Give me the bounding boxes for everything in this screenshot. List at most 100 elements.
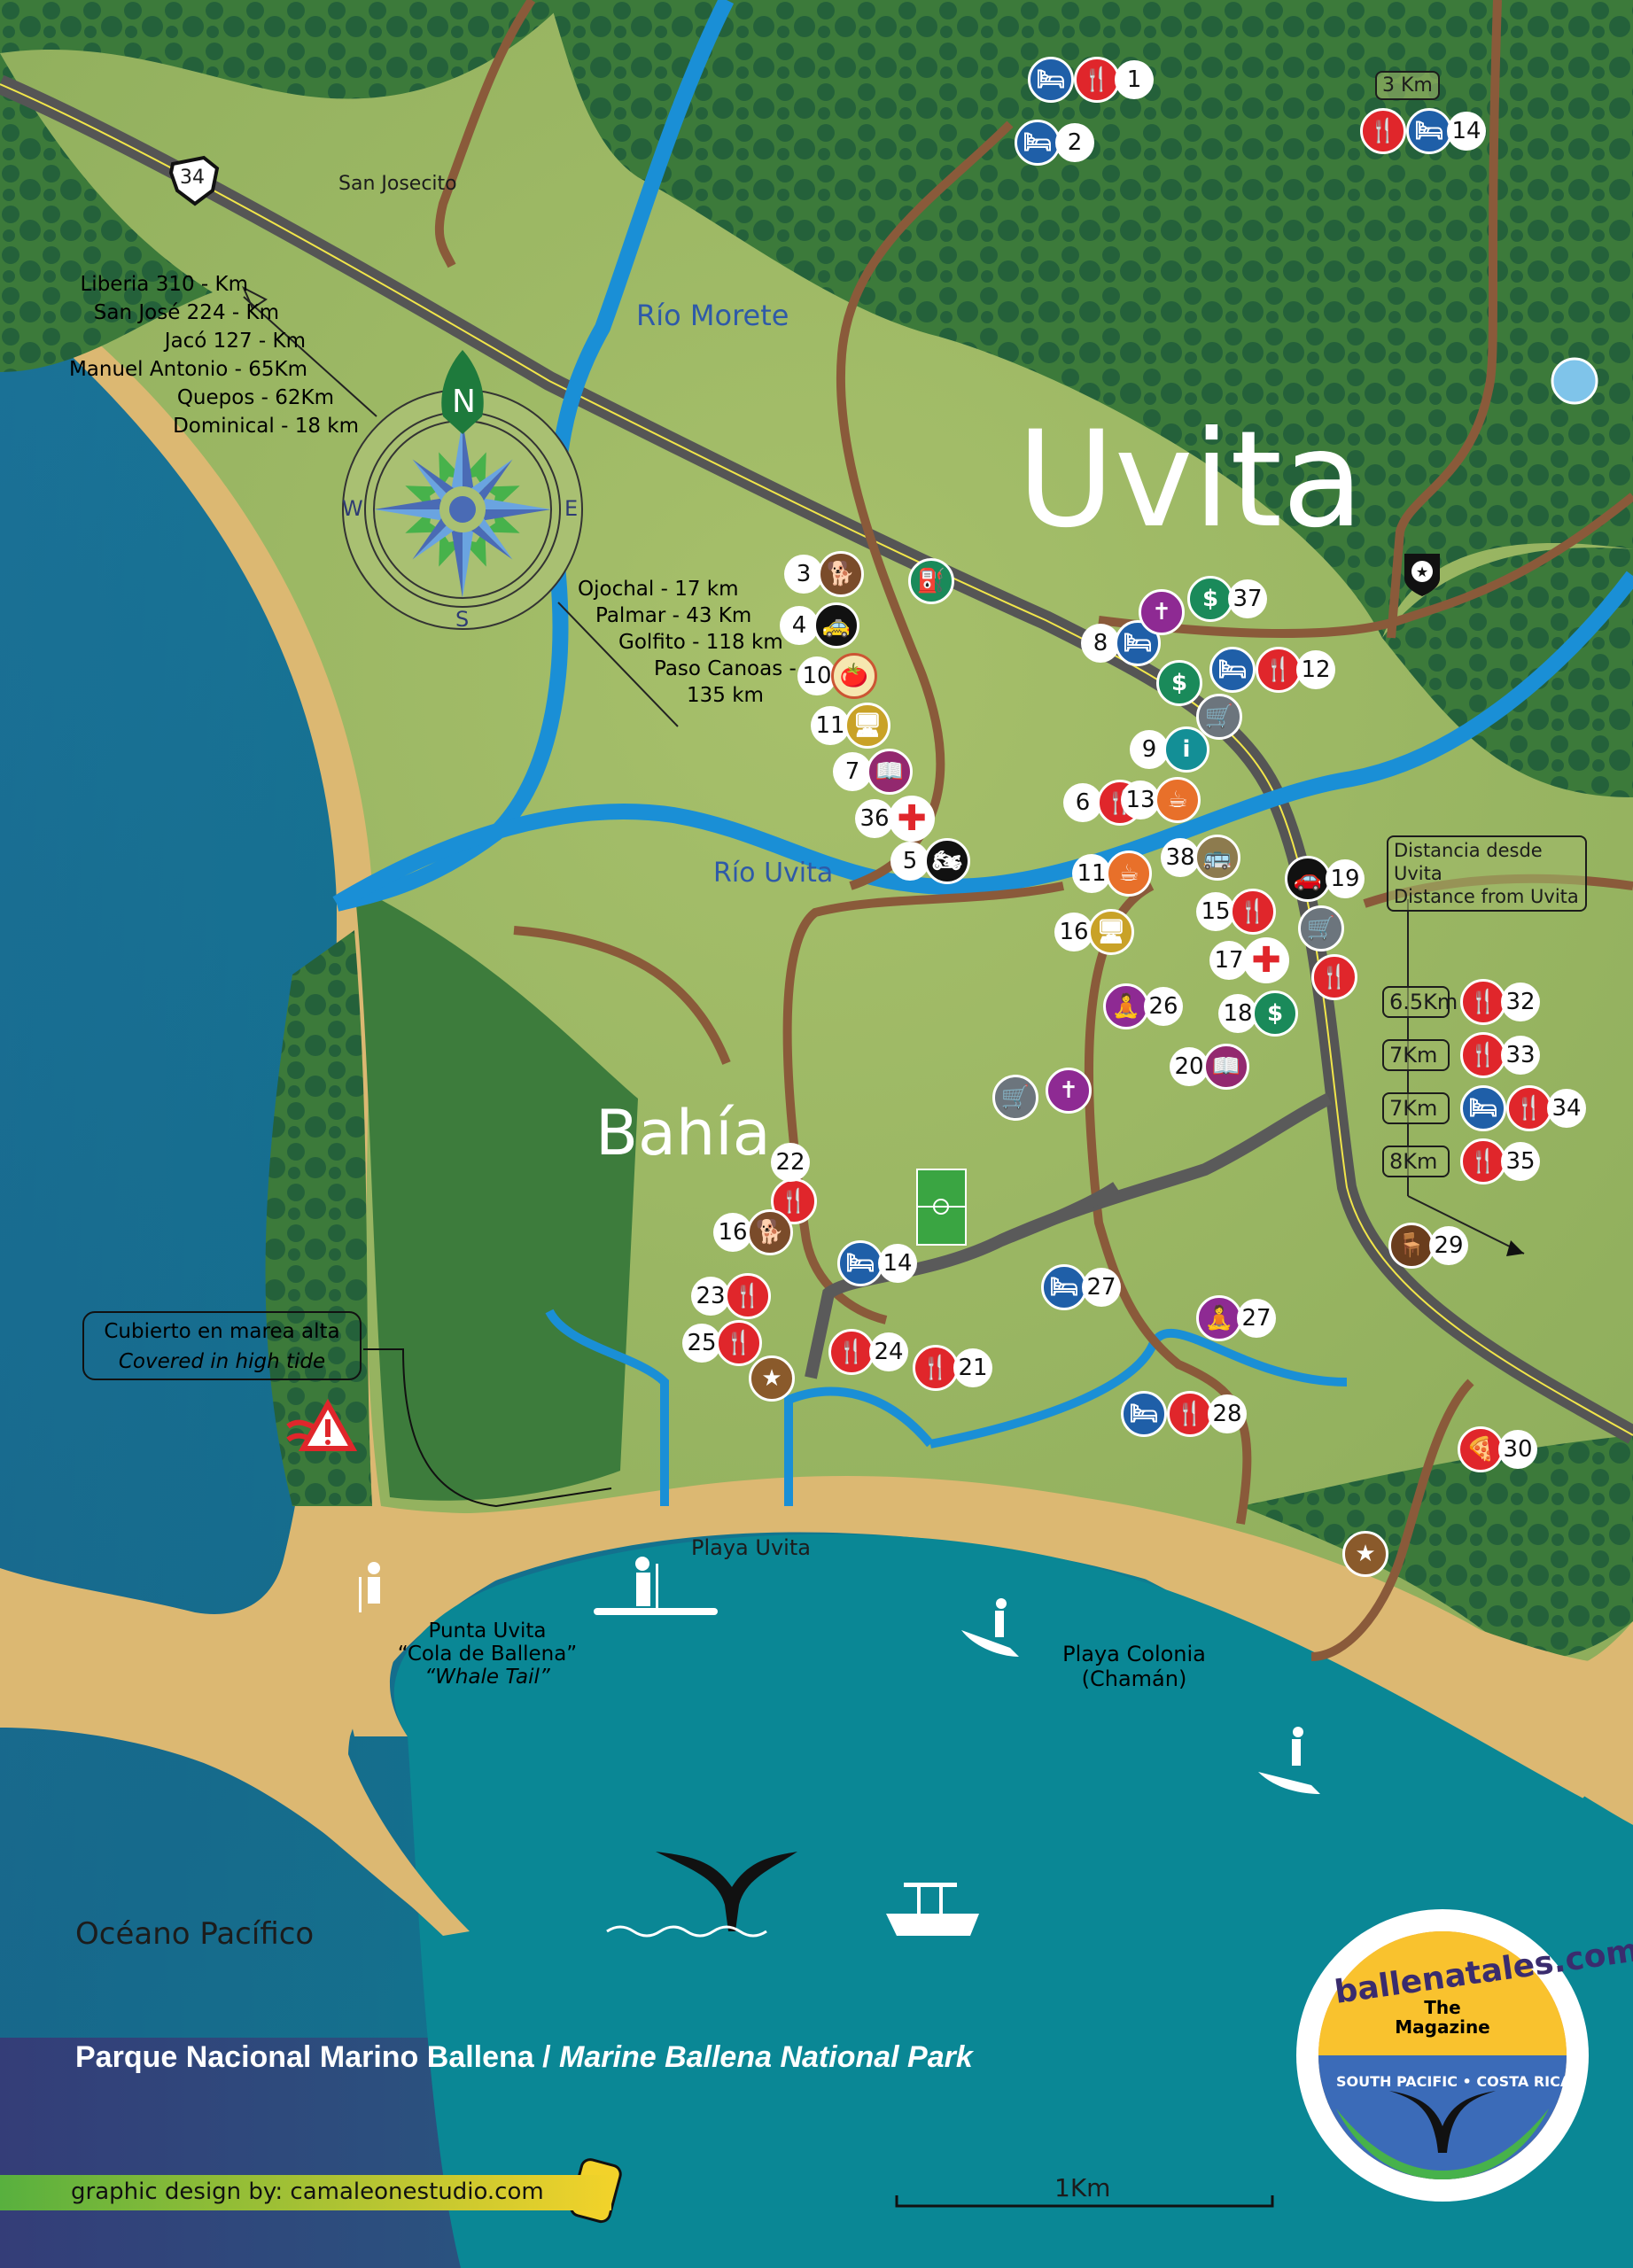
- poi-number: 28: [1208, 1394, 1247, 1433]
- poi-marker[interactable]: 🚗19: [1285, 856, 1365, 902]
- tour-icon: 🐕: [747, 1209, 793, 1255]
- carwash-icon: 🚗: [1285, 856, 1331, 902]
- poi-marker[interactable]: 🛏🍴1: [1028, 57, 1154, 103]
- poi-marker[interactable]: ★: [749, 1355, 795, 1402]
- design-credit-text: graphic design by: camaleonestudio.com: [71, 2179, 544, 2205]
- route-34-shield: 34: [180, 167, 205, 189]
- river-label-morete: Río Morete: [636, 299, 789, 332]
- poi-marker[interactable]: 20📖: [1170, 1044, 1249, 1090]
- poi-number: 19: [1326, 859, 1365, 898]
- town-label-bahia: Bahía: [595, 1097, 771, 1169]
- poi-marker[interactable]: 38🚌: [1161, 835, 1240, 881]
- poi-number: 21: [953, 1348, 992, 1387]
- poi-marker[interactable]: 🧘26: [1103, 983, 1183, 1029]
- poi-marker[interactable]: 18$: [1218, 990, 1298, 1037]
- star-icon: ★: [1342, 1531, 1388, 1577]
- distance-row[interactable]: 7Km 🛏 🍴 34: [1382, 1085, 1586, 1131]
- poi-marker[interactable]: 🛏🍴12: [1209, 647, 1335, 693]
- poi-marker[interactable]: ✝: [1046, 1068, 1092, 1114]
- poi-marker[interactable]: 🛏14: [837, 1240, 917, 1286]
- restaurant-icon: 🍴: [716, 1320, 762, 1366]
- design-credit-bar[interactable]: graphic design by: camaleonestudio.com: [0, 2175, 611, 2210]
- shop-icon: 🛒: [1298, 905, 1344, 951]
- poi-marker[interactable]: $: [1156, 660, 1202, 706]
- poi-marker[interactable]: 🍴21: [913, 1345, 992, 1391]
- hotel-icon: 🛏: [1041, 1264, 1087, 1310]
- poi-marker[interactable]: 5🏍: [890, 838, 970, 884]
- distance-row[interactable]: 7Km 🍴 33: [1382, 1032, 1586, 1078]
- poi-marker[interactable]: 36✚: [855, 796, 935, 842]
- poi-number: 24: [869, 1332, 908, 1371]
- poi-number: 20: [1170, 1047, 1209, 1086]
- poi-marker[interactable]: 13☕: [1121, 777, 1201, 823]
- distance-row[interactable]: 8Km 🍴 35: [1382, 1138, 1586, 1184]
- poi-marker[interactable]: 🪑29: [1388, 1223, 1468, 1269]
- poi-marker[interactable]: 25🍴: [682, 1320, 762, 1366]
- yoga-icon: 🧘: [1196, 1295, 1242, 1341]
- poi-marker[interactable]: 8🛏: [1081, 620, 1161, 666]
- poi-number: 15: [1196, 892, 1235, 931]
- poi-marker[interactable]: ⛽: [908, 558, 954, 604]
- poi-marker[interactable]: 🍕30: [1458, 1426, 1537, 1472]
- poi-marker[interactable]: 🍴🛏14: [1360, 108, 1486, 154]
- ocean-label: Océano Pacífico: [75, 1916, 315, 1952]
- svg-text:★: ★: [1416, 563, 1428, 580]
- poi-number: 38: [1161, 838, 1200, 877]
- poi-number: 6: [1063, 783, 1102, 822]
- poi-marker[interactable]: ✝: [1139, 589, 1185, 635]
- poi-number: 12: [1296, 650, 1335, 689]
- restaurant-icon: 🍴: [1460, 1138, 1506, 1184]
- poi-number: 11: [1072, 854, 1111, 893]
- library-icon: 📖: [867, 749, 913, 795]
- poi-marker[interactable]: 🛒: [992, 1075, 1038, 1121]
- restaurant-icon: 🍴: [1311, 954, 1357, 1000]
- poi-number: 9: [1130, 730, 1169, 769]
- medical-icon: ✚: [1243, 937, 1289, 983]
- cafe-icon: ☕: [1106, 850, 1152, 897]
- poi-marker[interactable]: 🍴22: [771, 1143, 817, 1224]
- poi-marker[interactable]: 🛏27: [1041, 1264, 1121, 1310]
- poi-marker[interactable]: $37: [1187, 576, 1267, 622]
- poi-number: 7: [833, 752, 872, 791]
- poi-marker[interactable]: 15🍴: [1196, 889, 1276, 935]
- poi-marker[interactable]: 11🖥: [811, 703, 890, 749]
- church-icon: ✝: [1139, 589, 1185, 635]
- restaurant-icon: 🍴: [913, 1345, 959, 1391]
- poi-number: 29: [1429, 1226, 1468, 1265]
- poi-marker[interactable]: 🍴24: [828, 1329, 908, 1375]
- poi-marker[interactable]: 🧘27: [1196, 1295, 1276, 1341]
- poi-marker[interactable]: 7📖: [833, 749, 913, 795]
- restaurant-icon: 🍴: [828, 1329, 875, 1375]
- compass-west: W: [342, 496, 363, 521]
- poi-marker[interactable]: 🍴: [1311, 954, 1357, 1000]
- taxi-icon: 🚕: [813, 602, 859, 649]
- poi-marker[interactable]: 🛒: [1196, 694, 1242, 740]
- ballenatales-logo: [1296, 1909, 1589, 2202]
- poi-marker[interactable]: 11☕: [1072, 850, 1152, 897]
- poi-number: 8: [1081, 624, 1120, 663]
- poi-marker[interactable]: 10🍅: [797, 653, 877, 699]
- poi-marker[interactable]: 🛏2: [1015, 120, 1094, 166]
- distance-from-uvita-box: Distancia desde Uvita Distance from Uvit…: [1387, 835, 1587, 912]
- furniture-icon: 🪑: [1388, 1223, 1435, 1269]
- hotel-icon: 🛏: [1209, 647, 1256, 693]
- pizza-icon: 🍕: [1458, 1426, 1504, 1472]
- poi-marker[interactable]: ★: [1342, 1531, 1388, 1577]
- poi-marker[interactable]: 16🐕: [713, 1209, 793, 1255]
- poi-marker[interactable]: 23🍴: [691, 1273, 771, 1319]
- poi-marker[interactable]: 🛏🍴28: [1121, 1391, 1247, 1437]
- hotel-icon: 🛏: [1115, 620, 1161, 666]
- hotel-icon: 🛏: [1028, 57, 1074, 103]
- poi-marker[interactable]: 16🖥: [1054, 909, 1134, 955]
- poi-marker[interactable]: 4🚕: [780, 602, 859, 649]
- poi-marker[interactable]: 17✚: [1209, 937, 1289, 983]
- distance-row[interactable]: 6.5Km 🍴 32: [1382, 979, 1586, 1025]
- poi-marker[interactable]: 6🍴: [1063, 780, 1143, 826]
- poi-number: 30: [1498, 1430, 1537, 1469]
- medical-icon: ✚: [889, 796, 935, 842]
- poi-number: 34: [1547, 1089, 1586, 1128]
- poi-marker[interactable]: 🛒: [1298, 905, 1344, 951]
- poi-marker[interactable]: 3🐕: [784, 551, 864, 597]
